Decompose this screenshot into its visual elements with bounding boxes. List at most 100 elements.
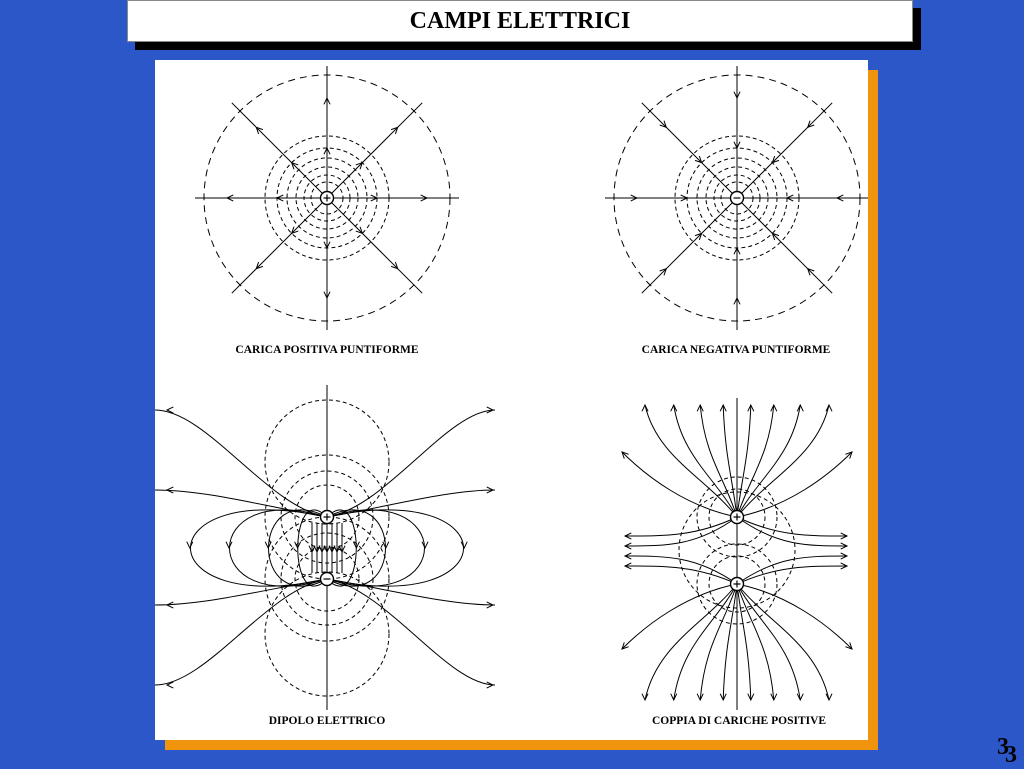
field-arrowhead bbox=[733, 246, 741, 255]
caption-positive-charge: CARICA POSITIVA PUNTIFORME bbox=[235, 344, 419, 356]
positive-charge-icon bbox=[729, 509, 745, 525]
field-arrowhead bbox=[486, 601, 495, 609]
field-arrowhead bbox=[290, 226, 299, 235]
pair-field-line bbox=[736, 404, 830, 518]
pair-field-line bbox=[722, 583, 738, 701]
field-arrowhead bbox=[323, 96, 331, 105]
field-arrowhead bbox=[747, 693, 755, 702]
dipole-open-line bbox=[326, 578, 496, 606]
field-arrowhead bbox=[390, 126, 399, 135]
field-arrowhead bbox=[840, 542, 849, 550]
pair-field-line bbox=[624, 516, 738, 547]
field-arrowhead bbox=[845, 642, 853, 650]
field-line bbox=[736, 102, 833, 199]
field-arrowhead bbox=[264, 541, 272, 550]
dipole-open-line bbox=[155, 578, 328, 606]
field-arrowhead bbox=[460, 541, 468, 550]
field-arrowhead bbox=[186, 541, 194, 550]
dipole-loop bbox=[190, 509, 328, 587]
field-arrowhead bbox=[355, 161, 364, 170]
caption-negative-charge: CARICA NEGATIVA PUNTIFORME bbox=[641, 344, 831, 356]
field-arrowhead bbox=[420, 194, 429, 202]
dipole-loop bbox=[326, 509, 464, 587]
field-arrowhead bbox=[630, 194, 639, 202]
field-arrowhead bbox=[382, 541, 390, 550]
field-arrowhead bbox=[733, 141, 741, 150]
field-arrowhead bbox=[323, 241, 331, 250]
pair-field-line bbox=[736, 404, 752, 518]
field-arrowhead bbox=[313, 545, 321, 554]
field-arrowhead bbox=[165, 406, 174, 414]
pair-field-line bbox=[673, 404, 738, 518]
negative-charge-icon bbox=[319, 571, 335, 587]
positive-charge-pair-diagram bbox=[621, 398, 853, 710]
equipotential-circle bbox=[264, 454, 390, 580]
pair-field-line bbox=[736, 555, 848, 585]
field-arrowhead bbox=[770, 403, 778, 412]
field-arrowhead bbox=[733, 296, 741, 305]
field-arrowhead bbox=[719, 403, 727, 412]
field-arrowhead bbox=[840, 552, 849, 560]
field-arrowhead bbox=[771, 232, 780, 241]
field-arrowhead bbox=[796, 693, 804, 702]
field-arrowhead bbox=[323, 146, 331, 155]
pair-field-line bbox=[736, 583, 775, 701]
field-arrowhead bbox=[641, 403, 649, 412]
field-line bbox=[641, 102, 738, 199]
pair-field-line bbox=[621, 451, 738, 518]
page-number-shadow: 3 bbox=[1005, 742, 1017, 768]
field-arrowhead bbox=[835, 194, 844, 202]
field-arrowhead bbox=[796, 403, 804, 412]
field-arrowhead bbox=[308, 545, 316, 554]
field-arrowhead bbox=[328, 545, 336, 554]
field-arrowhead bbox=[255, 261, 264, 270]
field-arrowhead bbox=[225, 194, 234, 202]
caption-dipole: DIPOLO ELETTRICO bbox=[268, 715, 386, 727]
dipole-open-line bbox=[326, 409, 496, 518]
field-arrowhead bbox=[845, 451, 853, 459]
dipole-open-line bbox=[155, 409, 328, 518]
field-arrowhead bbox=[806, 267, 815, 276]
field-arrowhead bbox=[225, 541, 233, 550]
pair-field-line bbox=[736, 583, 830, 701]
field-line bbox=[231, 102, 328, 199]
field-arrowhead bbox=[621, 642, 629, 650]
title-box: CAMPI ELETTRICI bbox=[127, 0, 913, 42]
pair-field-line bbox=[624, 565, 738, 585]
field-arrowhead bbox=[370, 194, 379, 202]
field-arrowhead bbox=[696, 403, 704, 412]
pair-field-line bbox=[673, 583, 738, 701]
pair-field-line bbox=[722, 404, 738, 518]
negative-point-charge-diagram bbox=[605, 66, 868, 330]
negative-charge-icon bbox=[729, 190, 745, 206]
field-arrowhead bbox=[290, 161, 299, 170]
field-arrowhead bbox=[771, 155, 780, 164]
field-arrowhead bbox=[680, 194, 689, 202]
field-arrowhead bbox=[840, 532, 849, 540]
field-arrowhead bbox=[275, 194, 284, 202]
pair-field-line bbox=[736, 451, 853, 518]
equipotential-circle bbox=[264, 571, 390, 697]
positive-charge-icon bbox=[319, 190, 335, 206]
field-arrowhead bbox=[623, 562, 632, 570]
equipotential-circle bbox=[696, 543, 778, 625]
field-arrowhead bbox=[486, 681, 495, 689]
dipole-open-line bbox=[326, 578, 496, 686]
field-arrowhead bbox=[719, 693, 727, 702]
equipotential-circle bbox=[708, 555, 766, 613]
field-arrowhead bbox=[806, 120, 815, 129]
field-arrowhead bbox=[659, 120, 668, 129]
pair-field-line bbox=[644, 404, 738, 518]
figure-panel: CARICA POSITIVA PUNTIFORME CARICA NEGATI… bbox=[155, 60, 868, 740]
field-arrowhead bbox=[694, 155, 703, 164]
field-arrowhead bbox=[696, 693, 704, 702]
field-arrowhead bbox=[323, 545, 331, 554]
field-arrowhead bbox=[670, 693, 678, 702]
field-line bbox=[326, 102, 423, 199]
field-arrowhead bbox=[355, 226, 364, 235]
field-arrowhead bbox=[486, 486, 495, 494]
field-arrowhead bbox=[825, 403, 833, 412]
field-arrowhead bbox=[840, 562, 849, 570]
field-arrowhead bbox=[338, 545, 346, 554]
electric-dipole-diagram bbox=[155, 385, 496, 710]
